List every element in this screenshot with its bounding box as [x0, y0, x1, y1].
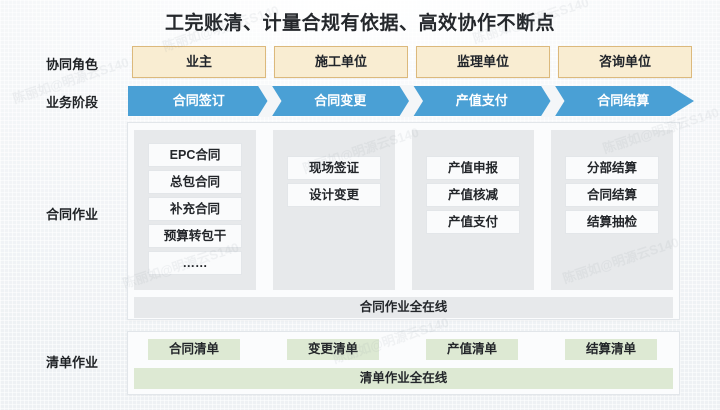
- page-title: 工完账清、计量合规有依据、高效协作不断点: [164, 13, 555, 34]
- list-item[interactable]: 产值清单: [426, 339, 518, 360]
- role-chip[interactable]: 施工单位: [274, 46, 408, 78]
- stage-label[interactable]: 合同签订: [172, 93, 225, 108]
- contract-item[interactable]: 现场签证: [287, 156, 381, 180]
- stage-label[interactable]: 产值支付: [455, 93, 508, 108]
- contract-item[interactable]: 结算抽检: [565, 210, 659, 234]
- list-work-panel: 清单作业全在线 合同清单 变更清单 产值清单 结算清单: [127, 331, 680, 395]
- contract-item[interactable]: 总包合同: [148, 170, 242, 194]
- contract-item[interactable]: ……: [148, 251, 242, 275]
- list-item[interactable]: 合同清单: [148, 339, 240, 360]
- stage-label[interactable]: 合同变更: [314, 93, 367, 108]
- row-label-list: 清单作业: [45, 355, 98, 370]
- contract-item[interactable]: 产值核减: [426, 183, 520, 207]
- role-chip[interactable]: 业主: [132, 46, 266, 78]
- role-chip[interactable]: 监理单位: [416, 46, 550, 78]
- contract-item[interactable]: 分部结算: [565, 156, 659, 180]
- list-item[interactable]: 变更清单: [287, 339, 379, 360]
- stage-arrow-row: 合同签订 合同变更 产值支付 合同结算: [128, 85, 694, 117]
- contract-work-panel: 合同作业全在线 EPC合同总包合同补充合同预算转包干 …… 现场签证设计变更 产值申报…: [127, 122, 680, 320]
- list-item[interactable]: 结算清单: [565, 339, 657, 360]
- stage-label[interactable]: 合同结算: [597, 93, 650, 108]
- contract-item[interactable]: EPC合同: [148, 143, 242, 167]
- contract-summary-bar: 合同作业全在线: [134, 297, 673, 318]
- contract-column: [273, 130, 395, 290]
- role-row: 业主施工单位监理单位咨询单位: [128, 46, 694, 78]
- row-label-contract: 合同作业: [45, 207, 98, 222]
- contract-item[interactable]: 预算转包干: [148, 224, 242, 248]
- row-label-role: 协同角色: [45, 57, 98, 72]
- contract-item[interactable]: 补充合同: [148, 197, 242, 221]
- contract-item[interactable]: 合同结算: [565, 183, 659, 207]
- contract-item[interactable]: 设计变更: [287, 183, 381, 207]
- contract-item[interactable]: 产值支付: [426, 210, 520, 234]
- list-summary-bar: 清单作业全在线: [134, 368, 673, 389]
- row-label-stage: 业务阶段: [45, 95, 98, 110]
- role-chip[interactable]: 咨询单位: [558, 46, 692, 78]
- contract-item[interactable]: 产值申报: [426, 156, 520, 180]
